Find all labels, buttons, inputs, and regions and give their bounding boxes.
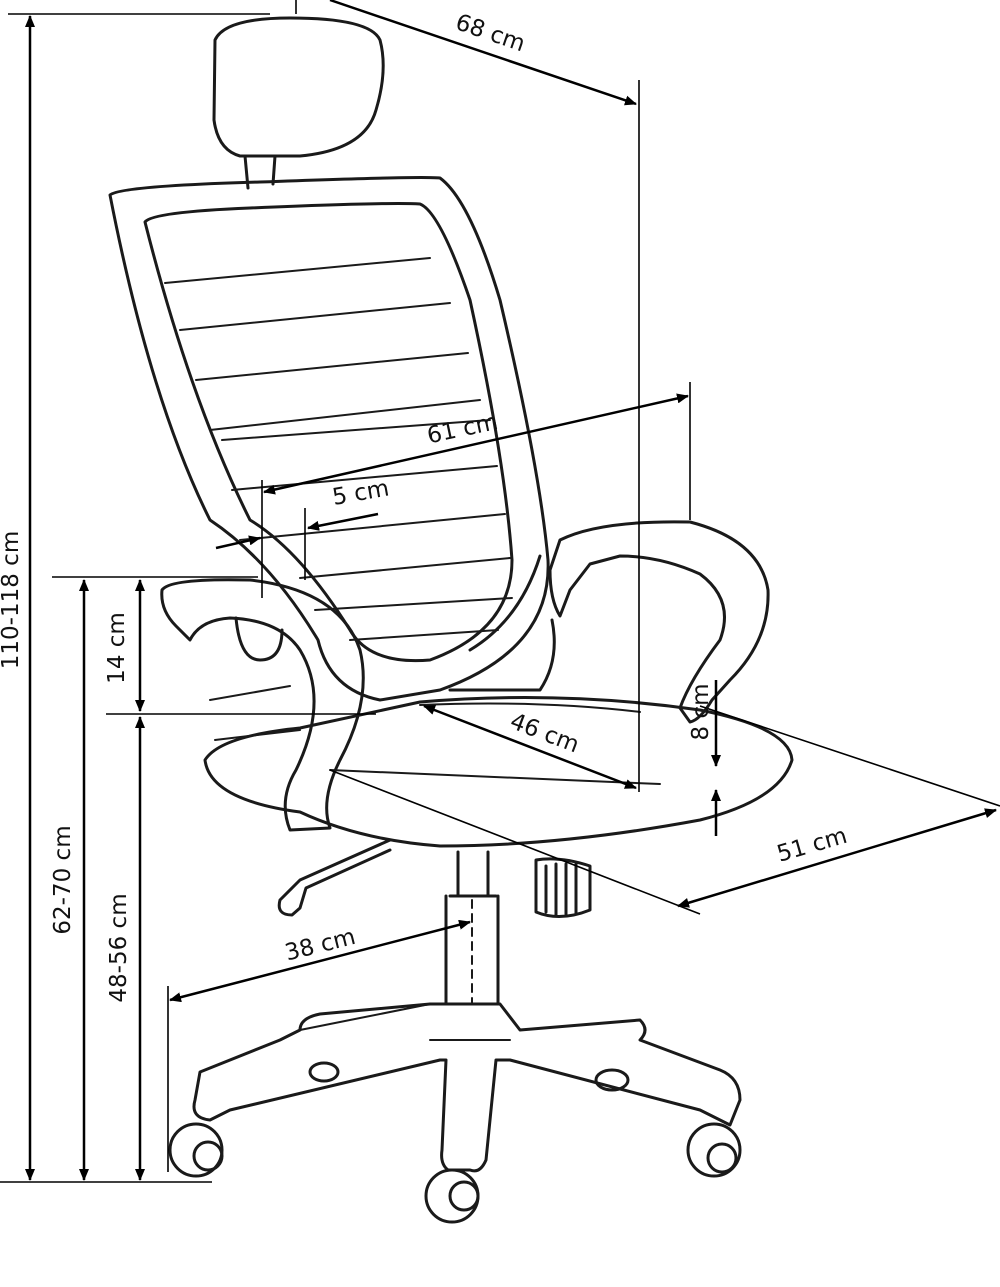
chair-drawing [108, 16, 794, 1224]
width-line [263, 393, 689, 495]
backrest [108, 176, 550, 702]
label-total-height: 110-118 cm [0, 531, 24, 669]
right-armrest-support [448, 554, 556, 692]
gas-lift-upper [448, 850, 498, 898]
label-width: 61 cm [425, 409, 500, 449]
caster-right [686, 1122, 742, 1178]
base-radius-line [169, 919, 471, 1003]
left-armrest [160, 578, 365, 832]
base-hub [299, 1003, 641, 1041]
seat-depth-line [423, 704, 637, 790]
label-depth: 68 cm [452, 9, 528, 57]
left-armrest-pad [234, 616, 284, 662]
label-seat-width: 51 cm [774, 823, 850, 868]
label-armrest-height: 14 cm [104, 612, 130, 684]
seat-edge [329, 702, 661, 785]
tilt-lever [277, 838, 392, 917]
seat [203, 696, 794, 848]
label-armrest-floor-height: 62-70 cm [50, 825, 76, 934]
right-armrest [548, 520, 770, 724]
dimension-lines [0, 0, 1000, 1183]
left-armrest-inner [209, 685, 301, 741]
dimension-labels: 110-118 cm 62-70 cm 14 cm 48-56 cm 68 cm… [0, 9, 850, 1002]
headrest [212, 16, 385, 158]
label-seat-thickness: 8 cm [688, 684, 714, 741]
seat-width-line [677, 808, 997, 908]
caster-front [424, 1168, 480, 1224]
casters [168, 1061, 742, 1224]
tension-knob [534, 857, 592, 918]
caster-back-left [308, 1061, 340, 1083]
star-base [192, 1002, 742, 1173]
caster-back-right [594, 1068, 630, 1092]
label-seat-height: 48-56 cm [106, 893, 132, 1002]
armrest-width-arrow-left [215, 535, 261, 550]
depth-line [329, 0, 637, 106]
backrest-mesh [143, 202, 514, 663]
armrest-width-arrow-right [307, 512, 379, 531]
label-seat-depth: 46 cm [506, 708, 582, 758]
